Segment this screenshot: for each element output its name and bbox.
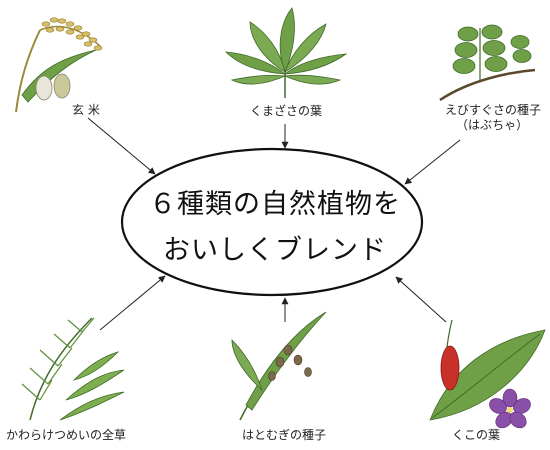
- label-hatomugi: はとむぎの種子: [242, 428, 327, 442]
- label-kawaraketsumei: かわらけつめいの全草: [6, 428, 127, 442]
- center-text-line1: ６種類の自然植物を: [149, 189, 401, 220]
- label-kumazasa: くまざさの葉: [250, 104, 323, 118]
- kuko-illustration: [429, 319, 546, 429]
- arrow-genmai: [87, 117, 156, 175]
- hatomugi-illustration: [231, 311, 327, 421]
- genmai-illustration: [15, 17, 103, 113]
- kawaraketsumei-illustration: [21, 317, 125, 421]
- arrow-ebisugusa: [404, 139, 461, 185]
- center-ellipse: [120, 147, 424, 297]
- center-text-line2: おいしくブレンド: [163, 235, 387, 266]
- arrow-kawaraketsumei: [99, 275, 166, 331]
- label-ebisugusa-line1: えびすぐさの種子: [445, 103, 542, 117]
- label-ebisugusa-line2: （はぶちゃ）: [456, 118, 529, 132]
- ebisugusa-illustration: [439, 24, 536, 102]
- kumazasa-illustration: [224, 7, 348, 98]
- arrow-kuko: [395, 276, 447, 323]
- label-kuko: くこの葉: [452, 428, 501, 442]
- label-genmai: 玄 米: [72, 103, 100, 117]
